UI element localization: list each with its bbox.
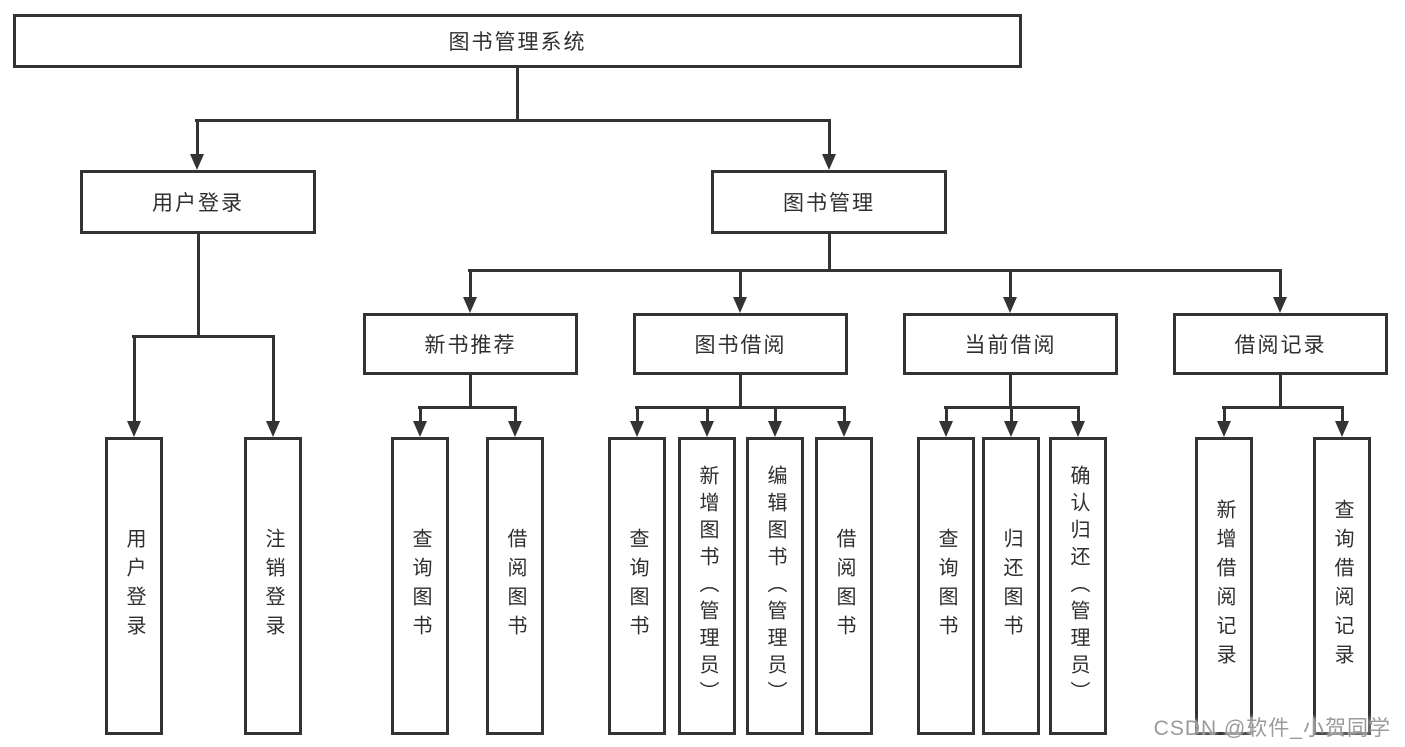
node-label: 查询图书	[409, 528, 431, 644]
connector-line	[468, 269, 1282, 272]
arrowhead-down-icon	[1273, 297, 1287, 313]
node-label: 借阅图书	[504, 528, 526, 644]
connector-line	[272, 336, 275, 421]
connector-line	[843, 407, 846, 421]
node-label: 查询借阅记录	[1331, 499, 1353, 673]
node-leaf-logout: 注销登录	[244, 437, 302, 735]
connector-line	[828, 120, 831, 154]
node-label: 用户登录	[152, 192, 244, 215]
arrowhead-down-icon	[1071, 421, 1085, 437]
node-leaf-user-login: 用户登录	[105, 437, 163, 735]
node-label: 当前借阅	[964, 334, 1057, 357]
arrowhead-down-icon	[1003, 297, 1017, 313]
node-label: 图书管理	[783, 192, 875, 215]
node-label: 归还图书	[1000, 528, 1022, 644]
connector-line	[706, 407, 709, 421]
node-label: 查询图书	[935, 528, 957, 644]
node-label: 图书管理系统	[448, 31, 587, 54]
connector-line	[828, 234, 831, 271]
node-user-login: 用户登录	[80, 170, 316, 234]
connector-line	[469, 270, 472, 297]
connector-line	[469, 375, 472, 408]
node-leaf-return-book: 归还图书	[982, 437, 1040, 735]
arrowhead-down-icon	[939, 421, 953, 437]
node-label: 新书推荐	[424, 334, 517, 357]
connector-line	[1341, 407, 1344, 421]
node-book-mgmt: 图书管理	[711, 170, 947, 234]
arrowhead-down-icon	[1004, 421, 1018, 437]
node-root: 图书管理系统	[13, 14, 1022, 68]
connector-line	[418, 406, 517, 409]
connector-line	[1222, 406, 1344, 409]
arrowhead-down-icon	[700, 421, 714, 437]
arrowhead-down-icon	[837, 421, 851, 437]
connector-line	[635, 406, 846, 409]
arrowhead-down-icon	[127, 421, 141, 437]
node-leaf-borrow-book: 借阅图书	[815, 437, 873, 735]
csdn-watermark: CSDN @软件_小贺同学	[1153, 717, 1391, 740]
node-leaf-query-book-current: 查询图书	[917, 437, 975, 735]
connector-line	[739, 270, 742, 297]
connector-line	[195, 119, 831, 122]
connector-line	[945, 407, 948, 421]
arrowhead-down-icon	[822, 154, 836, 170]
node-label: 确认归还（管理员）	[1067, 464, 1089, 708]
arrowhead-down-icon	[1335, 421, 1349, 437]
connector-line	[132, 335, 275, 338]
connector-line	[1279, 375, 1282, 408]
connector-line	[1279, 270, 1282, 297]
node-borrow-records: 借阅记录	[1173, 313, 1388, 375]
connector-line	[1077, 407, 1080, 421]
node-new-book-rec: 新书推荐	[363, 313, 578, 375]
arrowhead-down-icon	[190, 154, 204, 170]
connector-line	[739, 375, 742, 408]
node-leaf-add-borrow-record: 新增借阅记录	[1195, 437, 1253, 735]
arrowhead-down-icon	[413, 421, 427, 437]
connector-line	[514, 407, 517, 421]
arrowhead-down-icon	[733, 297, 747, 313]
node-leaf-query-borrow-record: 查询借阅记录	[1313, 437, 1371, 735]
node-leaf-add-book-admin: 新增图书（管理员）	[678, 437, 736, 735]
connector-line	[774, 407, 777, 421]
node-label: 编辑图书（管理员）	[764, 464, 786, 708]
arrowhead-down-icon	[630, 421, 644, 437]
arrowhead-down-icon	[463, 297, 477, 313]
connector-line	[1009, 375, 1012, 408]
node-book-borrow: 图书借阅	[633, 313, 848, 375]
connector-line	[1223, 407, 1226, 421]
arrowhead-down-icon	[1217, 421, 1231, 437]
arrowhead-down-icon	[266, 421, 280, 437]
arrowhead-down-icon	[508, 421, 522, 437]
node-leaf-query-book-borrow: 查询图书	[608, 437, 666, 735]
node-leaf-borrow-book-rec: 借阅图书	[486, 437, 544, 735]
node-current-borrow: 当前借阅	[903, 313, 1118, 375]
node-label: 查询图书	[626, 528, 648, 644]
connector-line	[1009, 270, 1012, 297]
connector-line	[196, 120, 199, 154]
node-leaf-query-book-rec: 查询图书	[391, 437, 449, 735]
node-label: 用户登录	[123, 528, 145, 644]
node-label: 借阅图书	[833, 528, 855, 644]
node-leaf-confirm-return-admin: 确认归还（管理员）	[1049, 437, 1107, 735]
node-label: 注销登录	[262, 528, 284, 644]
connector-line	[133, 336, 136, 421]
arrowhead-down-icon	[768, 421, 782, 437]
connector-line	[1010, 407, 1013, 421]
node-label: 新增图书（管理员）	[696, 464, 718, 708]
node-label: 借阅记录	[1234, 334, 1327, 357]
node-leaf-edit-book-admin: 编辑图书（管理员）	[746, 437, 804, 735]
node-label: 新增借阅记录	[1213, 499, 1235, 673]
connector-line	[197, 234, 200, 337]
connector-line	[419, 407, 422, 421]
connector-line	[636, 407, 639, 421]
connector-line	[516, 68, 519, 121]
node-label: 图书借阅	[694, 334, 787, 357]
